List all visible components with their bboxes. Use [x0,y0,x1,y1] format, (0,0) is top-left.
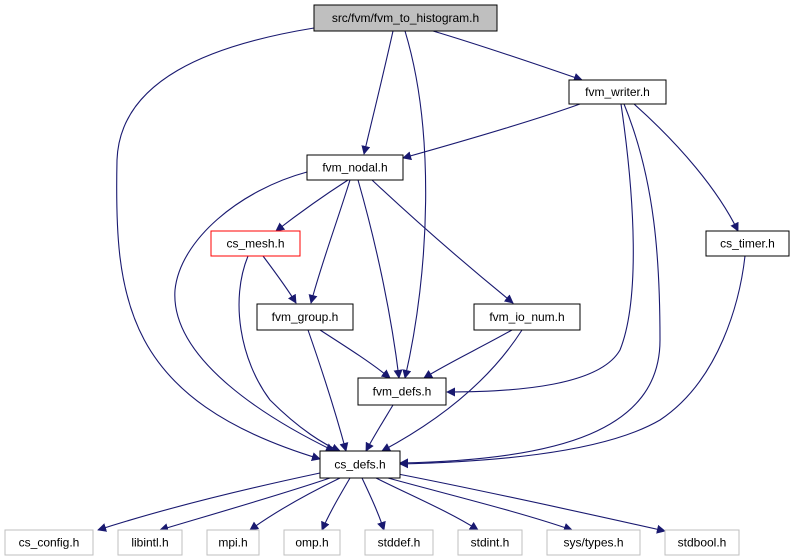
edge-fvm-nodal-fvm-defs [357,179,403,379]
node-label: cs_mesh.h [226,237,284,251]
edge-cs-mesh-fvm-group [262,255,297,304]
edge-fvm-nodal-cs-defs [174,171,335,452]
node-label: cs_defs.h [334,458,385,472]
node-fvm-nodal[interactable]: fvm_nodal.h [306,154,404,181]
edge-cs-defs-stdint [375,477,479,531]
node-stdbool[interactable]: stdbool.h [664,529,740,556]
node-cs-config[interactable]: cs_config.h [4,529,94,556]
edge-fvm-nodal-fvm-group [308,179,351,304]
node-label: omp.h [295,536,328,550]
edge-cs-defs-cs-config [97,472,321,532]
edge-cs-mesh-cs-defs [238,255,341,453]
node-cs-defs[interactable]: cs_defs.h [319,450,401,479]
edge-root-fvm-writer [432,30,583,82]
node-label: stdbool.h [678,536,727,550]
node-label: fvm_writer.h [585,85,650,99]
edge-cs-defs-stddef [361,477,386,531]
node-label: fvm_group.h [272,310,339,324]
node-label: src/fvm/fvm_to_histogram.h [332,11,479,25]
node-root-file[interactable]: src/fvm/fvm_to_histogram.h [313,4,498,32]
edge-cs-defs-stdbool [397,473,666,534]
edge-cs-defs-omp [321,477,351,531]
node-cs-timer[interactable]: cs_timer.h [705,230,790,257]
node-label: stddef.h [378,536,421,550]
node-label: sys/types.h [563,536,623,550]
edge-cs-defs-mpi [249,477,341,531]
edge-fvm-group-cs-defs [307,329,349,452]
node-mpi[interactable]: mpi.h [206,529,260,556]
edge-fvm-nodal-fvm-io-num [371,179,514,304]
node-fvm-group[interactable]: fvm_group.h [256,303,354,331]
node-libintl[interactable]: libintl.h [117,529,183,556]
node-fvm-defs[interactable]: fvm_defs.h [357,377,447,406]
node-omp[interactable]: omp.h [283,529,341,556]
nodes: src/fvm/fvm_to_histogram.h fvm_writer.h … [4,4,790,556]
node-fvm-writer[interactable]: fvm_writer.h [568,79,667,105]
edge-fvm-io-num-cs-defs [381,329,523,452]
node-label: stdint.h [471,536,510,550]
edges [97,27,746,534]
node-label: libintl.h [131,536,168,550]
edge-fvm-writer-fvm-defs [446,103,634,397]
edge-fvm-io-num-fvm-defs [423,329,513,379]
node-label: fvm_io_num.h [489,310,564,324]
edge-cs-timer-cs-defs [399,255,746,469]
node-cs-mesh[interactable]: cs_mesh.h [210,230,301,257]
edge-fvm-writer-cs-timer [633,103,739,232]
edge-fvm-defs-cs-defs [365,404,394,452]
edge-cs-defs-libintl [159,477,331,532]
edge-root-fvm-nodal [361,30,394,155]
node-stddef[interactable]: stddef.h [364,529,434,556]
edge-fvm-writer-cs-defs [399,103,661,468]
edge-cs-defs-sys-types [387,477,573,532]
node-label: mpi.h [218,536,247,550]
node-label: cs_config.h [19,536,80,550]
edge-fvm-nodal-cs-mesh [275,179,349,232]
node-fvm-io-num[interactable]: fvm_io_num.h [473,303,581,331]
node-label: cs_timer.h [720,237,775,251]
edge-root-cs-defs [116,27,321,461]
node-label: fvm_defs.h [373,385,432,399]
node-sys-types[interactable]: sys/types.h [546,529,641,556]
edge-fvm-group-fvm-defs [319,329,391,379]
edge-fvm-writer-fvm-nodal [402,103,581,161]
node-stdint[interactable]: stdint.h [457,529,523,556]
node-label: fvm_nodal.h [322,161,387,175]
edge-root-fvm-defs [402,30,427,379]
